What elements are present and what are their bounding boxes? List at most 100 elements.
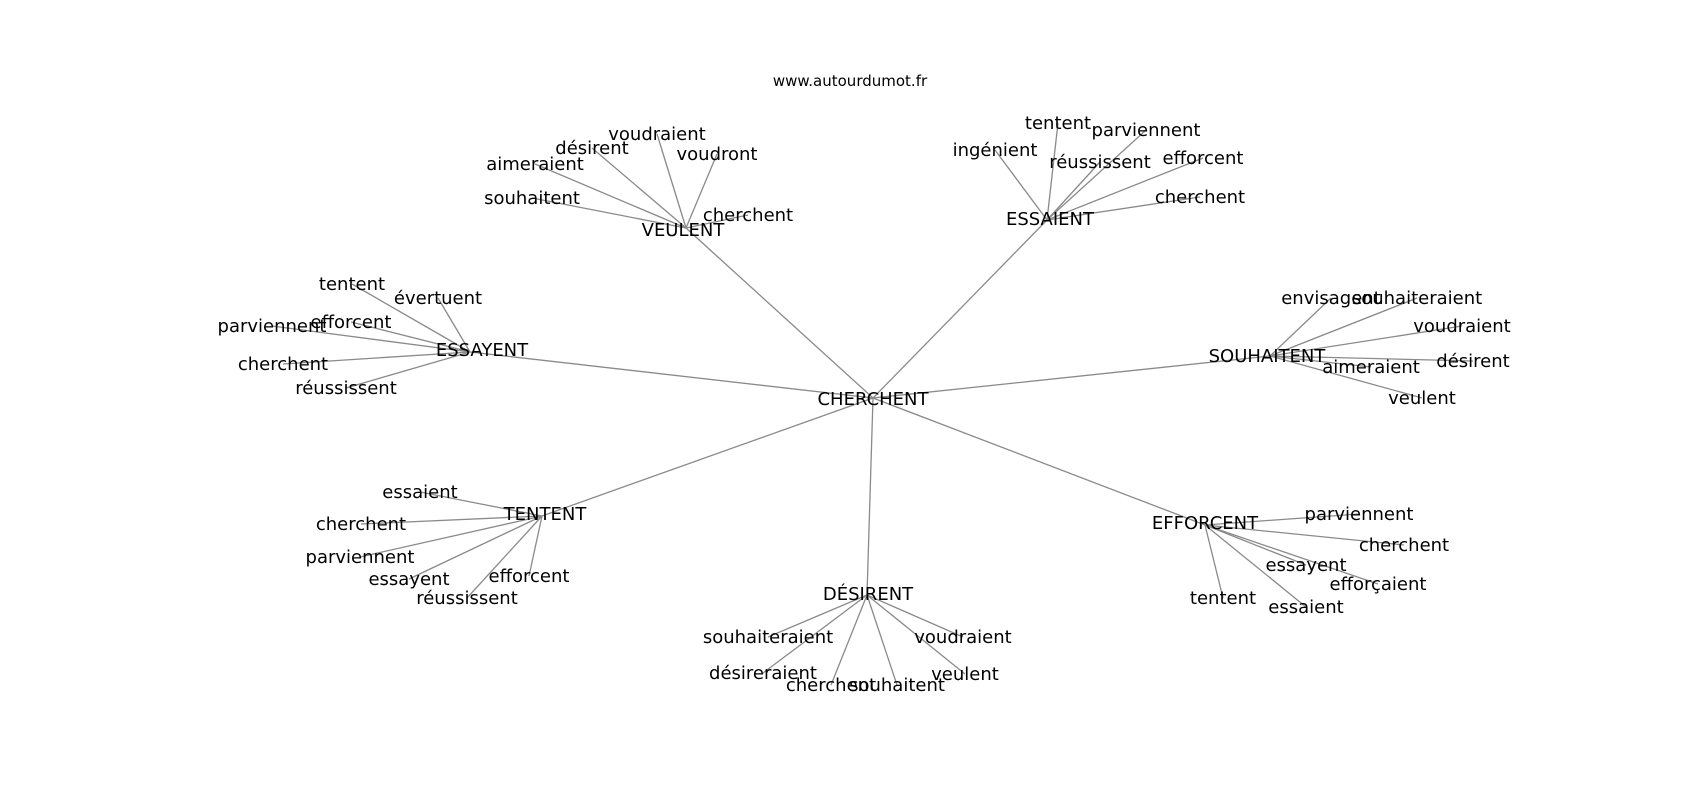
leaf-word-node[interactable]: veulent <box>931 664 999 685</box>
graph-edge <box>762 594 868 674</box>
leaf-word-node[interactable]: parviennent <box>1092 120 1201 141</box>
graph-edge <box>1269 297 1418 357</box>
graph-edge <box>656 133 687 229</box>
leaf-word-node[interactable]: réussissent <box>1049 152 1151 173</box>
graph-edge <box>360 515 543 525</box>
graph-edge <box>1046 122 1059 221</box>
graph-edge <box>437 297 471 353</box>
graph-edge <box>1204 524 1307 566</box>
graph-edge <box>1269 355 1372 368</box>
leaf-word-node[interactable]: cherchent <box>238 354 328 375</box>
graph-edge <box>350 321 471 353</box>
leaf-word-node[interactable]: souhaitent <box>849 675 945 696</box>
hub-word-node[interactable]: SOUHAITENT <box>1209 346 1327 367</box>
leaf-word-node[interactable]: parviennent <box>1305 504 1414 525</box>
graph-edge <box>866 594 964 638</box>
graph-edge <box>1269 355 1423 399</box>
graph-edge <box>872 355 1271 399</box>
leaf-word-node[interactable]: voudraient <box>608 124 705 145</box>
leaf-word-node[interactable]: efforcent <box>489 566 570 587</box>
leaf-word-node[interactable]: cherchent <box>1359 535 1449 556</box>
leaf-word-node[interactable]: voudront <box>677 144 758 165</box>
leaf-word-node[interactable]: aimeraient <box>486 154 584 175</box>
leaf-word-node[interactable]: voudraient <box>1413 316 1510 337</box>
leaf-word-node[interactable]: évertuent <box>394 288 482 309</box>
leaf-word-node[interactable]: efforcent <box>1163 148 1244 169</box>
graph-edge <box>685 227 874 399</box>
graph-edge <box>1046 161 1101 221</box>
leaf-word-node[interactable]: essaient <box>382 482 457 503</box>
leaf-word-node[interactable]: désireraient <box>709 663 817 684</box>
source-url: www.autourdumot.fr <box>772 72 928 90</box>
graph-edge <box>271 325 471 353</box>
graph-edge <box>872 397 1206 526</box>
graph-edge <box>1269 325 1463 357</box>
graph-edge <box>685 153 718 229</box>
graph-edge <box>531 197 687 229</box>
center-word-node[interactable]: CHERCHENT <box>817 389 929 410</box>
graph-edge <box>351 283 471 353</box>
leaf-word-node[interactable]: réussissent <box>416 588 518 609</box>
leaf-word-node[interactable]: souhaitent <box>484 188 580 209</box>
graph-edge <box>528 515 543 577</box>
leaf-word-node[interactable]: cherchent <box>1155 187 1245 208</box>
leaf-word-node[interactable]: parviennent <box>218 316 327 337</box>
graph-edge <box>767 594 868 638</box>
leaf-word-node[interactable]: désirent <box>1436 351 1509 372</box>
graph-edge <box>419 491 543 517</box>
leaf-word-node[interactable]: réussissent <box>295 378 397 399</box>
leaf-word-node[interactable]: envisagent <box>1281 288 1381 309</box>
graph-edge <box>1204 524 1307 608</box>
graph-edge <box>466 515 543 599</box>
leaf-word-node[interactable]: essaient <box>1268 597 1343 618</box>
graph-edge <box>1046 157 1204 221</box>
graph-edge <box>282 351 471 365</box>
graph-edge <box>541 397 874 517</box>
graph-edge <box>1046 196 1201 221</box>
leaf-word-node[interactable]: ingénient <box>953 140 1038 161</box>
leaf-word-node[interactable]: souhaiteraient <box>1352 288 1482 309</box>
leaf-word-node[interactable]: essayent <box>1265 555 1346 576</box>
graph-edge <box>994 149 1048 221</box>
graph-edge <box>591 147 687 229</box>
graph-edge <box>866 594 898 686</box>
graph-edge <box>408 515 543 580</box>
leaf-word-node[interactable]: tentent <box>319 274 385 295</box>
hub-word-node[interactable]: DÉSIRENT <box>823 583 914 605</box>
leaf-word-node[interactable]: voudraient <box>914 627 1011 648</box>
leaf-word-node[interactable]: essayent <box>368 569 449 590</box>
leaf-word-node[interactable]: souhaiteraient <box>703 627 833 648</box>
leaf-word-node[interactable]: tentent <box>1025 113 1091 134</box>
hub-word-node[interactable]: ESSAIENT <box>1006 209 1095 230</box>
leaf-word-node[interactable]: parviennent <box>306 547 415 568</box>
leaf-word-node[interactable]: cherchent <box>316 514 406 535</box>
leaf-word-node[interactable]: désirent <box>555 138 628 159</box>
graph-edge <box>866 594 966 675</box>
hub-word-node[interactable]: ESSAYENT <box>436 340 529 361</box>
hub-word-node[interactable]: TENTENT <box>503 504 588 525</box>
hub-word-node[interactable]: VEULENT <box>642 220 726 241</box>
graph-edge <box>1269 297 1332 357</box>
graph-edge <box>1046 129 1147 221</box>
graph-edge <box>685 214 749 229</box>
graph-edge <box>1204 524 1379 585</box>
graph-edge <box>872 219 1048 399</box>
graph-edge <box>469 351 874 399</box>
leaf-word-node[interactable]: tentent <box>1190 588 1256 609</box>
graph-edge <box>1204 513 1360 526</box>
leaf-word-node[interactable]: efforçaient <box>1330 574 1427 595</box>
graph-edges <box>271 122 1474 686</box>
leaf-word-node[interactable]: aimeraient <box>1322 357 1420 378</box>
graph-edge <box>830 594 868 686</box>
leaf-word-node[interactable]: efforcent <box>311 312 392 333</box>
graph-edge <box>866 397 874 596</box>
leaf-word-node[interactable]: cherchent <box>703 205 793 226</box>
hub-word-node[interactable]: EFFORCENT <box>1152 513 1259 534</box>
graph-edge <box>534 163 687 229</box>
leaf-word-node[interactable]: cherchent <box>786 675 876 696</box>
graph-edge <box>1269 355 1474 362</box>
graph-edge <box>345 351 471 389</box>
leaf-word-node[interactable]: veulent <box>1388 388 1456 409</box>
